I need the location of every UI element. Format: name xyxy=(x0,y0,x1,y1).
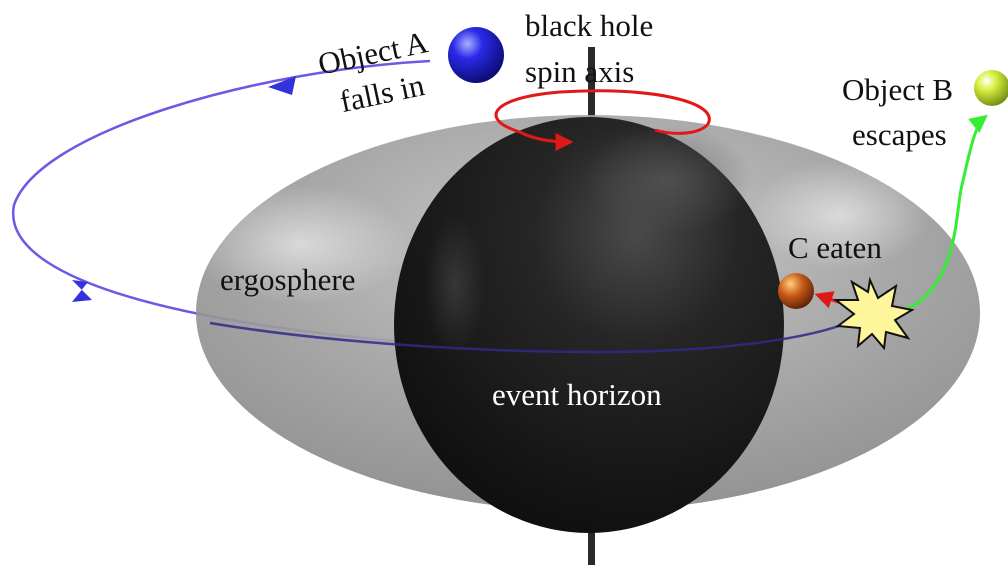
object-b-label-line2: escapes xyxy=(852,117,947,152)
c-eaten-label: C eaten xyxy=(788,230,882,265)
object-b-label-line1: Object B xyxy=(842,72,953,107)
event-horizon-sheen xyxy=(425,215,485,355)
spin-axis-label-line1: black hole xyxy=(525,8,653,43)
event-horizon-label: event horizon xyxy=(492,377,662,412)
object-b xyxy=(974,70,1008,106)
event-horizon-highlight xyxy=(583,125,753,235)
object-a xyxy=(448,27,504,83)
spin-axis-label-line2: spin axis xyxy=(525,54,634,89)
object-c xyxy=(778,273,814,309)
ergosphere-label: ergosphere xyxy=(220,262,355,297)
